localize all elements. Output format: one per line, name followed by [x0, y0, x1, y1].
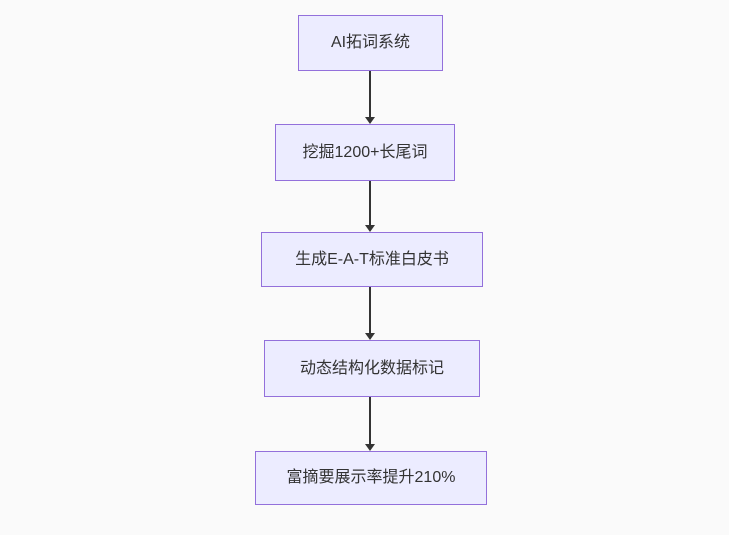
arrowhead-down-icon [365, 444, 375, 451]
node-rich-snippet-result: 富摘要展示率提升210% [255, 451, 487, 505]
node-label: 挖掘1200+长尾词 [302, 143, 428, 161]
node-longtail-mining: 挖掘1200+长尾词 [275, 124, 455, 181]
node-eat-whitepaper: 生成E-A-T标准白皮书 [261, 232, 483, 287]
node-label: 生成E-A-T标准白皮书 [295, 250, 449, 268]
flow-edge [365, 181, 375, 232]
node-label: AI拓词系统 [330, 34, 411, 52]
flow-edge [365, 287, 375, 340]
flow-edge [365, 71, 375, 124]
arrowhead-down-icon [365, 225, 375, 232]
arrowhead-down-icon [365, 117, 375, 124]
node-label: 动态结构化数据标记 [299, 359, 444, 377]
node-label: 富摘要展示率提升210% [286, 469, 456, 487]
node-structured-data-markup: 动态结构化数据标记 [264, 340, 480, 397]
flow-edge [365, 397, 375, 451]
node-ai-keyword-system: AI拓词系统 [298, 15, 443, 71]
arrowhead-down-icon [365, 333, 375, 340]
